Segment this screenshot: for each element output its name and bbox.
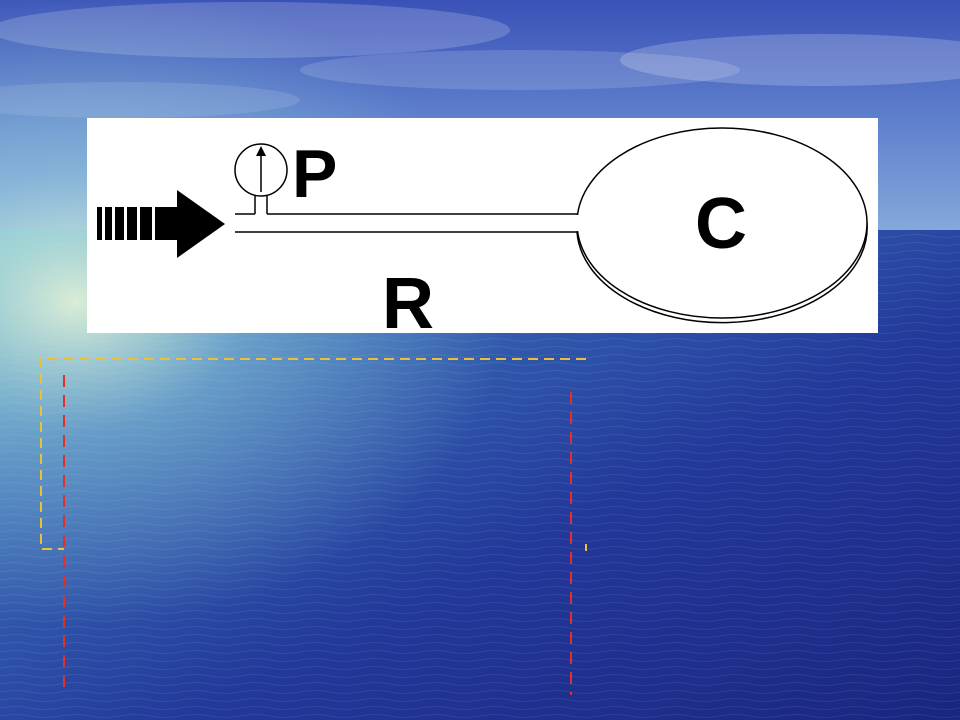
pressure-label: P — [292, 136, 338, 212]
flow-arrow-icon — [97, 190, 225, 258]
resistance-label: R — [382, 264, 434, 344]
resistance-tube — [235, 213, 577, 233]
compliance-label: C — [695, 184, 747, 264]
pressure-gauge-icon — [234, 143, 288, 214]
diagram-panel: P R C — [87, 118, 878, 340]
